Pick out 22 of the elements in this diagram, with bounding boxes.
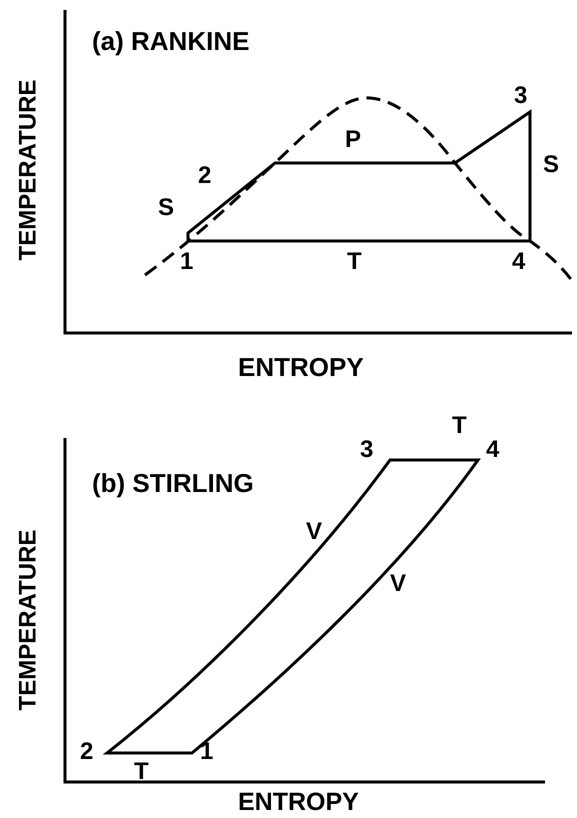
panel-title: (a) RANKINE [92,28,250,54]
point-number: 4 [486,438,500,462]
axis-label: ENTROPY [238,790,359,815]
point-number: 1 [180,250,194,274]
point-number: 2 [198,164,212,188]
process-label: S [543,153,560,177]
process-label: V [306,520,322,544]
point-number: 2 [80,740,94,764]
axis-label: ENTROPY [238,354,364,380]
axis-label: TEMPERATURE [16,80,40,260]
process-label: T [452,414,467,438]
axis-label: TEMPERATURE [16,530,40,710]
panel-title: (b) STIRLING [92,470,254,496]
point-number: 1 [200,740,214,764]
process-label: T [347,250,362,274]
process-label: S [158,196,174,220]
process-label: V [390,572,406,596]
point-number: 4 [512,250,526,274]
process-label: T [134,760,149,784]
process-label: P [345,128,362,152]
point-number: 3 [360,438,374,462]
point-number: 3 [514,84,528,108]
